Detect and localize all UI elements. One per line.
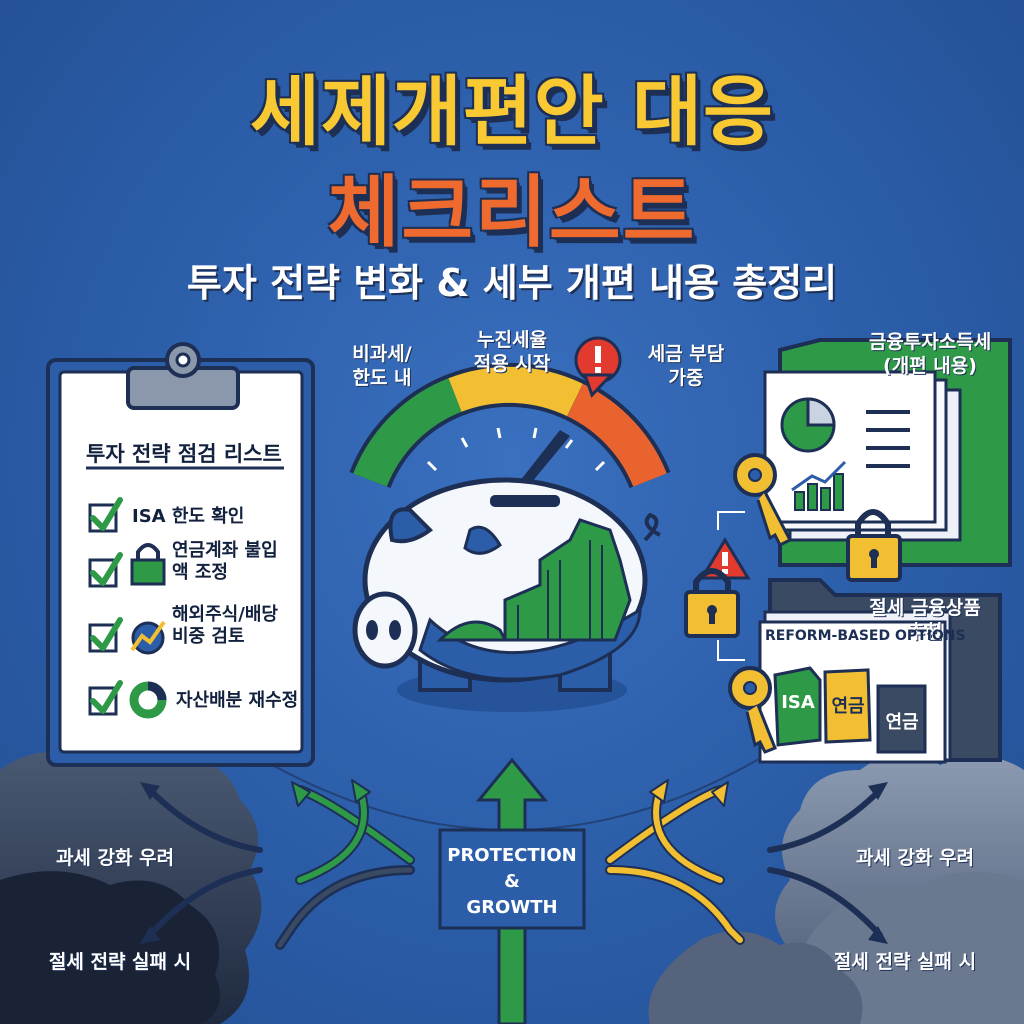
- tax-gauge: [349, 362, 671, 506]
- right-risk-label: 과세 강화 우려: [855, 847, 975, 869]
- checklist-item-1: ISA 한도 확인: [132, 506, 245, 527]
- subtitle: 투자 전략 변화 & 세부 개편 내용 총정리: [186, 261, 838, 305]
- products-label: 절세 금융상품 추천: [840, 596, 1010, 644]
- products-label-line2: 추천: [907, 621, 943, 643]
- options-title: REFORM-BASED OPTIONS: [765, 628, 966, 644]
- storm-cloud-left: [0, 745, 262, 1024]
- donut-chart-icon: [129, 681, 167, 719]
- left-flow-arrows: [140, 779, 415, 950]
- growth-text: GROWTH: [466, 897, 558, 918]
- gauge-label-right: 세금 부담 가중: [636, 342, 736, 390]
- tab-pension-1: 연금: [831, 696, 865, 717]
- padlock-icon-2: [684, 568, 740, 638]
- protection-growth-label: PROTECTION & GROWTH: [440, 843, 584, 921]
- gauge-label-left-line1: 비과세/: [352, 343, 412, 365]
- protection-box: [438, 828, 586, 930]
- checklist-item-2: 연금계좌 불입액 조정: [172, 540, 278, 583]
- tab-pension-2: 연금: [885, 712, 919, 733]
- padlock-icon: [846, 509, 902, 582]
- left-fail-label: 절세 전략 실패 시: [48, 951, 192, 973]
- finance-tax-label-line2: (개편 내용): [883, 355, 977, 377]
- warning-pin-icon: [574, 336, 622, 398]
- gauge-label-top-line1: 누진세율: [477, 329, 547, 351]
- gauge-label-top-line2: 적용 시작: [473, 353, 551, 375]
- products-label-line1: 절세 금융상품: [869, 597, 981, 619]
- checklist-title: 투자 전략 점검 리스트: [86, 442, 282, 466]
- title-line-2: 체크리스트: [327, 168, 697, 258]
- checklist-item-4: 자산배분 재수정: [176, 690, 299, 711]
- key-icon-2: [728, 666, 777, 754]
- right-flow-arrows: [605, 779, 888, 945]
- globe-chart-icon: [130, 620, 166, 655]
- checklist-item-3: 해외주식/배당 비중 검토: [172, 604, 278, 647]
- gauge-label-right-line2: 가중: [668, 367, 704, 389]
- piggy-bank: [352, 477, 661, 712]
- finance-tax-label: 금융투자소득세 (개편 내용): [840, 330, 1020, 378]
- finance-tax-label-line1: 금융투자소득세: [868, 331, 992, 353]
- right-fail-label: 절세 전략 실패 시: [833, 951, 977, 973]
- left-risk-label: 과세 강화 우려: [55, 847, 175, 869]
- ampersand-text: &: [504, 871, 520, 892]
- key-icon: [733, 453, 793, 548]
- tab-isa: ISA: [781, 692, 815, 713]
- gauge-label-left-line2: 한도 내: [352, 367, 412, 389]
- title-line-1: 세제개편안 대응: [250, 67, 774, 156]
- gauge-label-top: 누진세율 적용 시작: [456, 328, 568, 376]
- lock-icon: [130, 543, 166, 586]
- gauge-label-left: 비과세/ 한도 내: [332, 342, 432, 390]
- protection-text: PROTECTION: [447, 845, 577, 866]
- checklist-clipboard: [46, 342, 315, 767]
- gauge-label-right-line1: 세금 부담: [647, 343, 725, 365]
